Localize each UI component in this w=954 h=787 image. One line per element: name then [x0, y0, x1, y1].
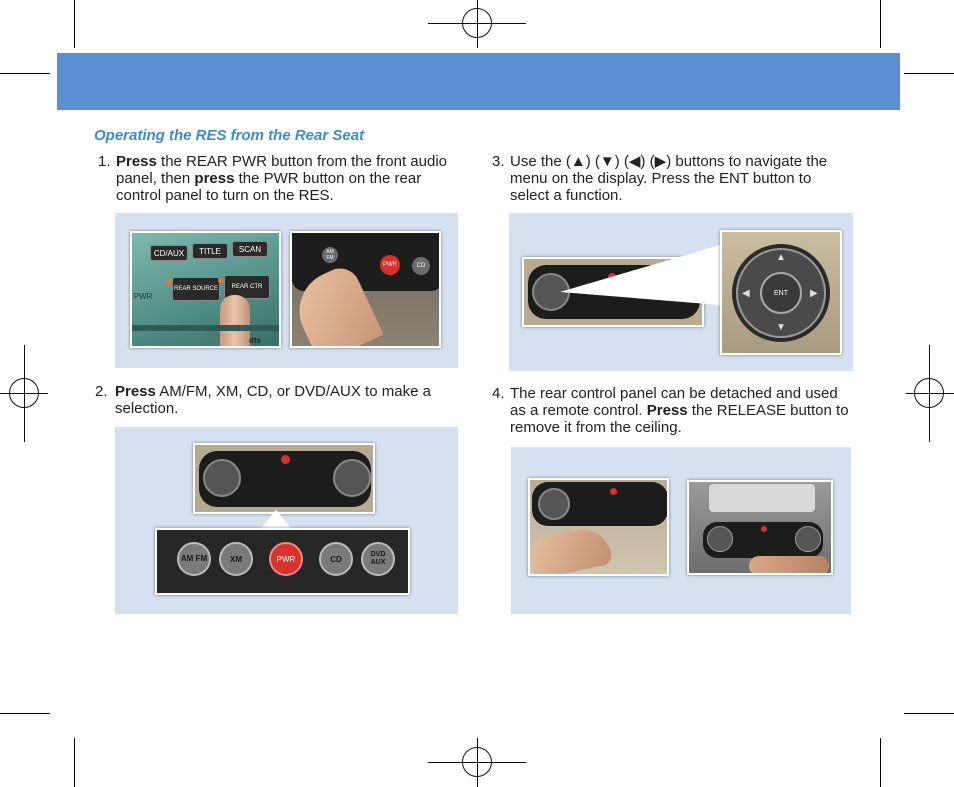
crop-mark: [0, 73, 50, 74]
release-button-photo: [528, 478, 669, 576]
pwr-label: PWR: [133, 291, 153, 301]
step-number: 1.: [98, 153, 111, 170]
arrow-left-icon: ◀: [628, 153, 641, 170]
step-number: 3.: [492, 153, 505, 170]
arrow-up-icon: ▲: [570, 153, 586, 170]
arrow-down-icon: ▼: [776, 322, 786, 333]
crop-mark: [880, 0, 881, 48]
rear-control-panel-photo: [193, 443, 375, 514]
source-buttons-closeup-photo: AM FM XM PWR CD DVD AUX: [155, 528, 410, 595]
ent-button-closeup-photo: ENT ▲ ▼ ◀ ▶: [720, 230, 842, 355]
arrow-right-icon: ▶: [654, 153, 667, 170]
step-number: 4.: [492, 385, 505, 402]
step-bold: Press: [115, 383, 156, 400]
xm-button: XM: [219, 542, 253, 576]
pwr-button: PWR: [380, 255, 400, 275]
front-audio-panel-photo: CD/AUX TITLE SCAN REAR SOURCE REAR CTR P…: [130, 231, 281, 348]
arrow-left-icon: ◀: [742, 288, 750, 299]
cd-aux-button: CD/AUX: [150, 245, 188, 261]
step-bold: press: [194, 170, 235, 187]
crop-mark: [880, 738, 881, 787]
crop-mark: [904, 713, 954, 714]
rear-pwr-press-photo: AM FM PWR CD: [290, 231, 441, 348]
crop-mark: [0, 713, 50, 714]
cd-button: CD: [412, 257, 430, 275]
hand: [530, 524, 614, 574]
step-4: 4. The rear control panel can be detache…: [492, 385, 849, 436]
step-bold: Press: [116, 153, 157, 170]
pwr-button: PWR: [269, 542, 303, 576]
zoom-callout-wedge: [560, 245, 720, 305]
crop-mark: [74, 738, 75, 787]
step-number: 2.: [95, 383, 108, 400]
am-fm-button: AM FM: [322, 247, 338, 263]
hand: [749, 556, 829, 573]
title-button: TITLE: [192, 243, 228, 259]
step-1: 1. Press the REAR PWR button from the fr…: [98, 153, 448, 204]
detached-remote-photo: [687, 480, 833, 575]
step-3: 3. Use the (▲) (▼) (◀) (▶) buttons to na…: [492, 153, 828, 204]
scan-button: SCAN: [232, 241, 268, 257]
crop-mark: [74, 0, 75, 48]
header-banner: [57, 53, 900, 110]
dts-logo: dts: [249, 335, 261, 345]
crop-mark: [904, 73, 954, 74]
ent-button: ENT: [760, 272, 802, 314]
arrow-right-icon: ▶: [810, 288, 818, 299]
rear-source-button: REAR SOURCE: [172, 277, 220, 301]
section-title: Operating the RES from the Rear Seat: [94, 127, 365, 144]
arrow-up-icon: ▲: [776, 252, 786, 263]
step-2: 2. Press AM/FM, XM, CD, or DVD/AUX to ma…: [95, 383, 431, 417]
arrow-down-icon: ▼: [599, 153, 615, 170]
am-fm-button: AM FM: [177, 542, 211, 576]
step-bold: Press: [646, 402, 688, 419]
dvd-aux-button: DVD AUX: [361, 542, 395, 576]
cd-button: CD: [319, 542, 353, 576]
finger-pressing: [220, 295, 250, 346]
